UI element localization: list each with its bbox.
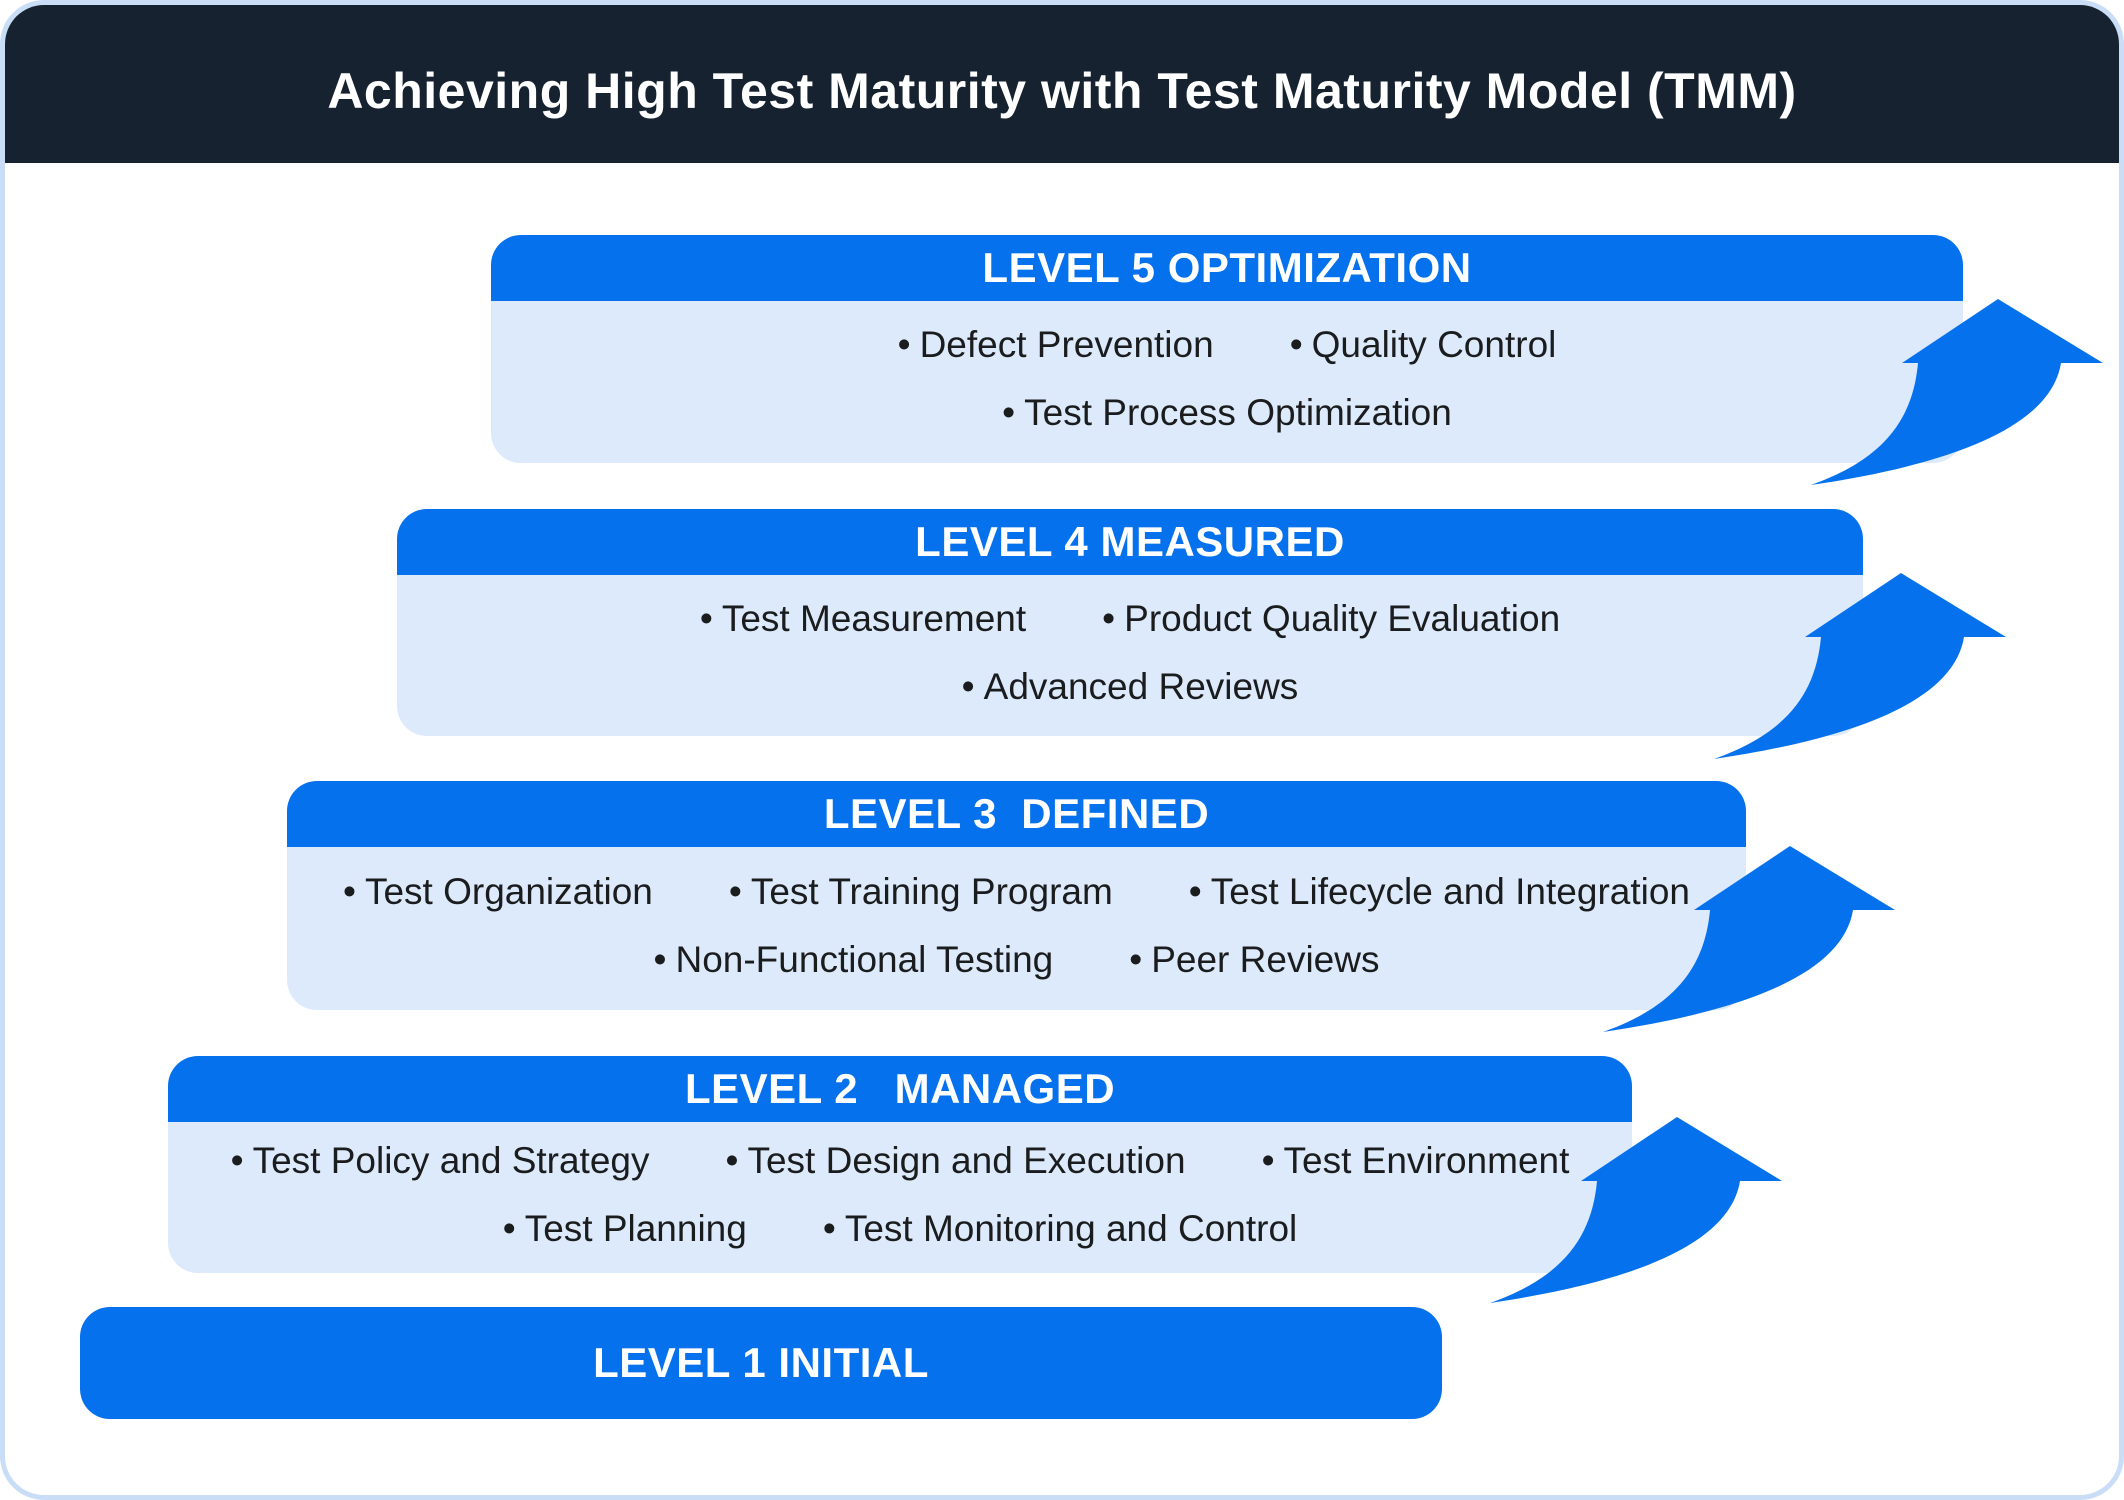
list-item: •Test Design and Execution	[726, 1140, 1186, 1182]
growth-arrow-level4	[1714, 573, 2006, 759]
level-2-body: •Test Policy and Strategy •Test Design a…	[168, 1122, 1632, 1273]
bullet-icon: •	[502, 1207, 516, 1249]
list-item: •Product Quality Evaluation	[1102, 598, 1560, 640]
level-3-block: LEVEL 3 DEFINED •Test Organization •Test…	[287, 781, 1746, 1010]
list-item: •Test Lifecycle and Integration	[1189, 871, 1690, 913]
level-2-row-2: •Test Planning •Test Monitoring and Cont…	[188, 1208, 1612, 1250]
list-item-label: Test Lifecycle and Integration	[1210, 870, 1690, 912]
list-item: •Test Organization	[343, 871, 653, 913]
list-item-label: Test Design and Execution	[747, 1139, 1186, 1181]
level-4-body: •Test Measurement •Product Quality Evalu…	[397, 575, 1863, 736]
bullet-icon: •	[822, 1207, 836, 1249]
list-item-label: Quality Control	[1311, 324, 1557, 365]
bullet-icon: •	[1289, 324, 1303, 365]
list-item: •Peer Reviews	[1129, 939, 1379, 981]
list-item: •Advanced Reviews	[962, 666, 1299, 708]
level-3-row-1: •Test Organization •Test Training Progra…	[307, 871, 1726, 913]
level-4-row-2: •Advanced Reviews	[417, 666, 1843, 708]
list-item-label: Test Organization	[364, 870, 653, 912]
level-5-body: •Defect Prevention •Quality Control •Tes…	[491, 301, 1963, 463]
bullet-icon: •	[1002, 392, 1016, 433]
level-3-header: LEVEL 3 DEFINED	[287, 781, 1746, 847]
list-item: •Defect Prevention	[898, 324, 1214, 366]
list-item-label: Non-Functional Testing	[675, 938, 1054, 980]
bullet-icon: •	[1261, 1139, 1275, 1181]
page-title: Achieving High Test Maturity with Test M…	[327, 63, 1797, 119]
list-item: •Test Training Program	[729, 871, 1113, 913]
bullet-icon: •	[897, 324, 911, 365]
level-1-block: LEVEL 1 INITIAL	[80, 1307, 1442, 1419]
list-item-label: Test Process Optimization	[1024, 392, 1452, 433]
level-4-row-1: •Test Measurement •Product Quality Evalu…	[417, 598, 1843, 640]
list-item-label: Advanced Reviews	[983, 665, 1299, 707]
bullet-icon: •	[342, 870, 356, 912]
level-4-block: LEVEL 4 MEASURED •Test Measurement •Prod…	[397, 509, 1863, 736]
list-item-label: Test Environment	[1283, 1139, 1570, 1181]
level-2-block: LEVEL 2 MANAGED •Test Policy and Strateg…	[168, 1056, 1632, 1273]
level-4-header: LEVEL 4 MEASURED	[397, 509, 1863, 575]
list-item: •Quality Control	[1290, 324, 1557, 366]
list-item-label: Test Training Program	[750, 870, 1113, 912]
list-item: •Non-Functional Testing	[654, 939, 1054, 981]
level-5-row-1: •Defect Prevention •Quality Control	[511, 324, 1943, 366]
list-item-label: Test Policy and Strategy	[252, 1139, 650, 1181]
list-item: •Test Policy and Strategy	[231, 1140, 650, 1182]
bullet-icon: •	[699, 597, 713, 639]
growth-arrow-level5	[1811, 299, 2103, 485]
list-item-label: Defect Prevention	[919, 324, 1214, 365]
list-item: •Test Environment	[1262, 1140, 1570, 1182]
list-item-label: Peer Reviews	[1151, 938, 1380, 980]
bullet-icon: •	[1188, 870, 1202, 912]
list-item-label: Test Monitoring and Control	[844, 1207, 1298, 1249]
growth-arrow-level3	[1603, 846, 1895, 1032]
bullet-icon: •	[1129, 938, 1143, 980]
bullet-icon: •	[725, 1139, 739, 1181]
level-3-row-2: •Non-Functional Testing •Peer Reviews	[307, 939, 1726, 981]
bullet-icon: •	[230, 1139, 244, 1181]
list-item: •Test Planning	[503, 1208, 747, 1250]
level-3-body: •Test Organization •Test Training Progra…	[287, 847, 1746, 1010]
list-item-label: Test Measurement	[721, 597, 1027, 639]
list-item: •Test Process Optimization	[1002, 392, 1452, 434]
growth-arrow-level2	[1490, 1117, 1782, 1303]
bullet-icon: •	[1102, 597, 1116, 639]
level-5-row-2: •Test Process Optimization	[511, 392, 1943, 434]
level-5-block: LEVEL 5 OPTIMIZATION •Defect Prevention …	[491, 235, 1963, 463]
bullet-icon: •	[728, 870, 742, 912]
level-5-header: LEVEL 5 OPTIMIZATION	[491, 235, 1963, 301]
title-bar: Achieving High Test Maturity with Test M…	[5, 5, 2119, 163]
level-2-row-1: •Test Policy and Strategy •Test Design a…	[188, 1140, 1612, 1182]
list-item: •Test Monitoring and Control	[823, 1208, 1297, 1250]
level-2-header: LEVEL 2 MANAGED	[168, 1056, 1632, 1122]
list-item-label: Test Planning	[524, 1207, 747, 1249]
bullet-icon: •	[961, 665, 975, 707]
list-item: •Test Measurement	[700, 598, 1026, 640]
bullet-icon: •	[653, 938, 667, 980]
list-item-label: Product Quality Evaluation	[1124, 597, 1561, 639]
